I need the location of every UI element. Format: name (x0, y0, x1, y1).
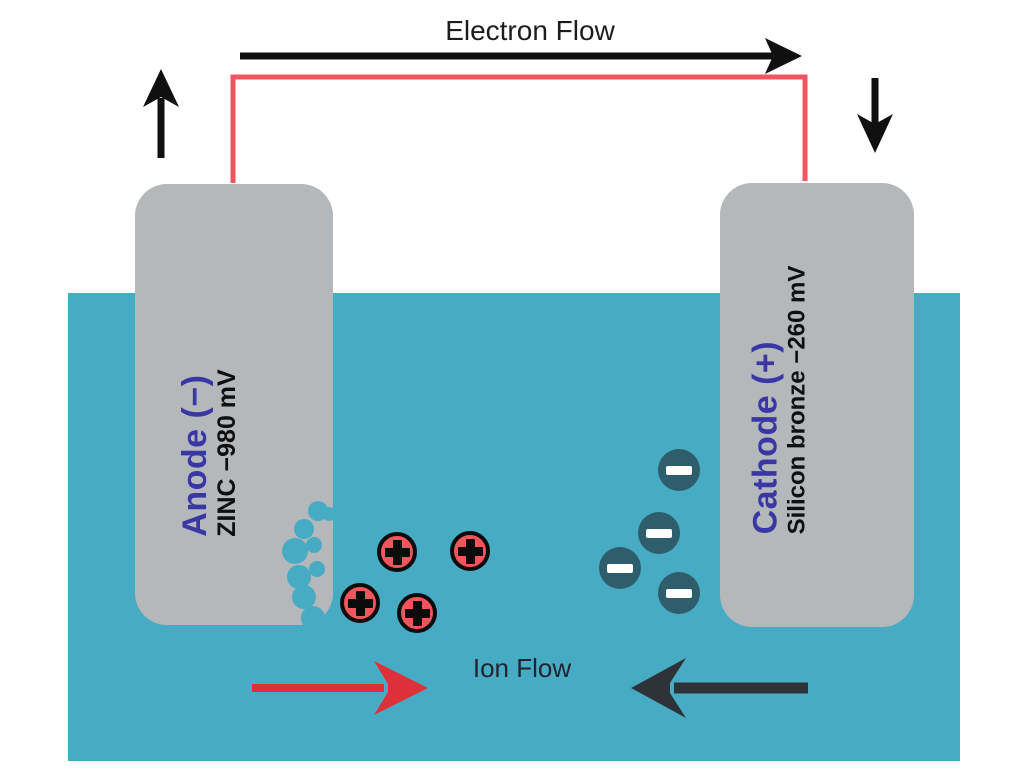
plus-symbol (347, 590, 373, 616)
cathode-electrode (720, 183, 914, 627)
cathode-name: Cathode (+) (746, 340, 785, 535)
electron-flow-label: Electron Flow (445, 15, 615, 46)
minus-symbol (666, 465, 692, 475)
ion-flow-label: Ion Flow (472, 653, 572, 683)
corrosion-bubble (306, 537, 322, 553)
positive-ion (340, 583, 380, 623)
positive-ion (397, 593, 437, 633)
corrosion-bubble (282, 538, 308, 564)
plus-symbol (457, 538, 483, 564)
minus-symbol (646, 528, 672, 538)
corrosion-bubble (322, 507, 336, 521)
cathode-material: Silicon bronze −260 mV (783, 265, 811, 535)
positive-ion (450, 531, 490, 571)
anode-name: Anode (−) (176, 374, 215, 537)
plus-symbol (384, 539, 410, 565)
corrosion-bubble (292, 585, 316, 609)
minus-symbol (666, 588, 692, 598)
cathode-down-arrow (857, 78, 893, 153)
negative-ion (599, 547, 641, 589)
corrosion-bubble (309, 561, 325, 577)
plus-symbol (404, 600, 430, 626)
negative-ion (658, 449, 700, 491)
negative-ion (638, 512, 680, 554)
positive-ion (377, 532, 417, 572)
anode-material: ZINC −980 mV (212, 369, 241, 537)
corrosion-bubble (294, 519, 314, 539)
negative-ion (658, 572, 700, 614)
wire (230, 74, 808, 183)
corrosion-bubble (311, 621, 335, 645)
minus-symbol (607, 563, 633, 573)
cathode-label: Cathode (+) Silicon bronze −260 mV (746, 265, 811, 535)
anode-up-arrow (143, 69, 179, 158)
anode-label: Anode (−) ZINC −980 mV (176, 369, 241, 537)
